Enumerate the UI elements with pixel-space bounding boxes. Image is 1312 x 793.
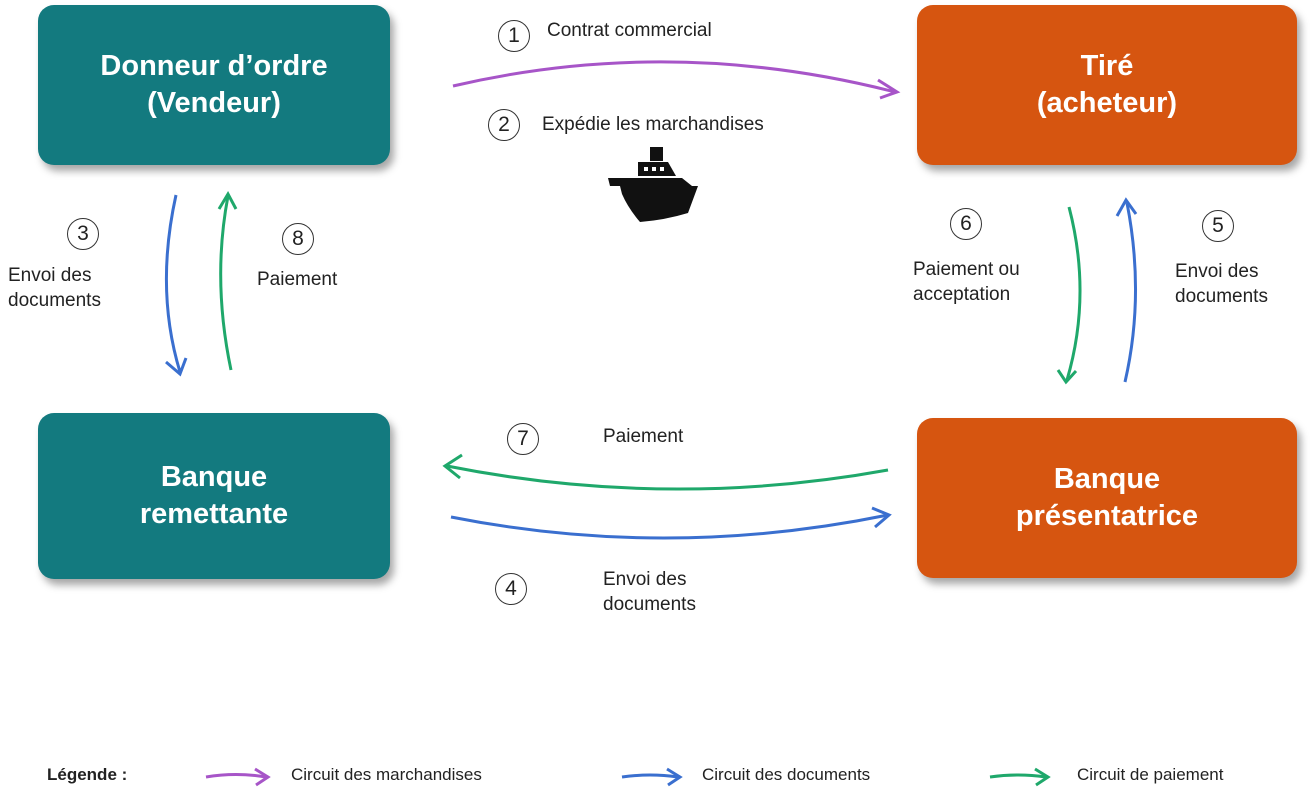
legend-arrow-documents: [621, 773, 679, 779]
arrow-envoi-documents-4-head: [871, 506, 892, 529]
legend-arrow-merchandise: [205, 773, 267, 779]
arrow-paiement-7-head: [442, 453, 463, 480]
arrow-contrat-commercial-head: [877, 78, 901, 100]
arrow-envoi-documents-4: [450, 513, 889, 540]
legend-title: Légende :: [47, 765, 128, 784]
arrow-paiement-acceptation-6-head: [1056, 369, 1078, 385]
box-donneur-ordre-vendeur: Donneur d’ordre (Vendeur): [38, 5, 390, 165]
step-number-5: 5: [1202, 210, 1234, 242]
step-number-4: 4: [495, 573, 527, 605]
arrow-envoi-documents-3-head: [165, 357, 188, 377]
arrow-envoi-documents-5: [1123, 202, 1137, 383]
legend-arrow-merchandise-head: [254, 767, 271, 787]
arrow-paiement-8-head: [217, 190, 238, 210]
step-number-3: 3: [67, 218, 99, 250]
step-label-paiement-7: Paiement: [603, 426, 684, 447]
arrow-envoi-documents-5-head: [1115, 197, 1138, 217]
step-number-6: 6: [950, 208, 982, 240]
box-tire-acheteur: Tiré (acheteur): [917, 5, 1297, 165]
step-label-paiement-8: Paiement: [257, 269, 338, 290]
box-banque-presentatrice: Banque présentatrice: [917, 418, 1297, 578]
legend-label-merchandise: Circuit des marchandises: [291, 765, 482, 784]
arrow-paiement-7: [446, 464, 889, 491]
legend-label-documents: Circuit des documents: [702, 765, 871, 784]
step-number-2: 2: [488, 109, 520, 141]
legend-label-payment: Circuit de paiement: [1077, 765, 1224, 784]
arrow-paiement-8: [219, 195, 233, 371]
arrow-envoi-documents-3: [164, 194, 182, 373]
arrow-contrat-commercial: [452, 60, 896, 94]
step-label-envoi-documents-3: Envoi des documents: [8, 265, 101, 311]
step-label-envoi-documents-4: Envoi des documents: [603, 569, 696, 615]
step-label-paiement-acceptation-6: Paiement ou acceptation: [913, 259, 1020, 305]
step-number-7: 7: [507, 423, 539, 455]
cargo-ship-icon: [608, 147, 698, 222]
legend-arrow-documents-head: [666, 767, 683, 787]
box-banque-remettante: Banque remettante: [38, 413, 390, 579]
arrow-paiement-acceptation-6: [1065, 206, 1082, 381]
step-label-envoi-documents-5: Envoi des documents: [1175, 261, 1268, 307]
step-number-1: 1: [498, 20, 530, 52]
step-label-contrat-commercial: Contrat commercial: [547, 20, 712, 41]
legend-arrow-payment: [989, 773, 1047, 779]
step-number-8: 8: [282, 223, 314, 255]
legend-arrow-payment-head: [1034, 767, 1051, 787]
step-label-expedie-marchandises: Expédie les marchandises: [542, 114, 764, 135]
